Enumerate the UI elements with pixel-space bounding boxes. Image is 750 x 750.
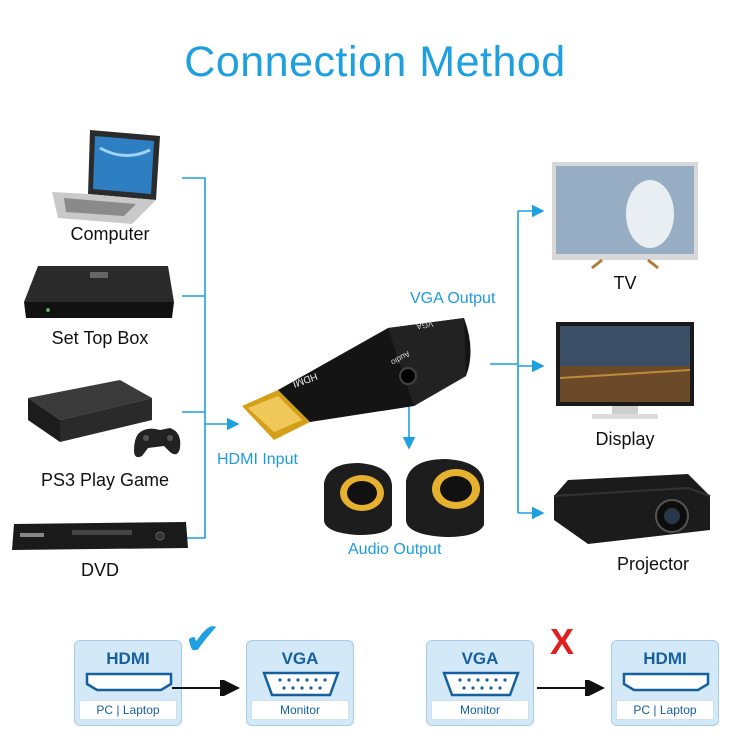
- vga-port-icon: [262, 671, 340, 697]
- tv-icon: [552, 162, 698, 270]
- speakers: [318, 455, 488, 540]
- check-mark-icon: ✔: [184, 614, 221, 665]
- source-label-dvd: DVD: [80, 560, 119, 580]
- compat-box-sub: PC | Laptop: [616, 700, 714, 720]
- compat-hdmi-target-box: HDMI PC | Laptop: [611, 640, 719, 726]
- output-label-display: Display: [595, 429, 655, 449]
- hdmi-vga-adapter: HDMI VGA Audio: [238, 310, 478, 450]
- cross-mark-icon: X: [550, 621, 575, 662]
- compat-box-sub: Monitor: [251, 700, 349, 720]
- projector-icon: [553, 474, 711, 544]
- monitor-icon: [556, 322, 694, 419]
- source-label-ps3: PS3 Play Game: [40, 470, 170, 490]
- audio-output-label: Audio Output: [348, 541, 442, 558]
- compat-box-sub: Monitor: [431, 700, 529, 720]
- arrow-right-icon: [172, 680, 240, 696]
- compat-box-title: VGA: [281, 649, 319, 668]
- source-set-top-box: [18, 262, 178, 322]
- compat-box-title: HDMI: [106, 649, 150, 668]
- hdmi-port-icon: [622, 672, 710, 692]
- output-label-tv: TV: [613, 273, 637, 293]
- hdmi-plug-icon: [242, 390, 310, 440]
- source-label-computer: Computer: [70, 224, 150, 244]
- compat-box-sub: PC | Laptop: [79, 700, 177, 720]
- laptop-icon: [52, 130, 160, 224]
- compat-vga-target-box: VGA Monitor: [246, 640, 354, 726]
- source-computer: [50, 128, 170, 224]
- output-label-projector: Projector: [616, 554, 690, 574]
- set-top-box-icon: [24, 266, 174, 318]
- vga-output-label: VGA Output: [410, 290, 496, 307]
- compat-vga-source-box: VGA Monitor: [426, 640, 534, 726]
- compat-box-title: VGA: [461, 649, 499, 668]
- compat-box-title: HDMI: [643, 649, 687, 668]
- output-projector: [548, 470, 713, 548]
- speaker-icon: [324, 459, 484, 537]
- compat-hdmi-source-box: HDMI PC | Laptop: [74, 640, 182, 726]
- dvd-player-icon: [12, 522, 188, 550]
- source-dvd: [10, 520, 190, 556]
- game-console-icon: [28, 380, 181, 458]
- adapter-vga-text: VGA: [415, 319, 434, 331]
- vga-port-icon: [442, 671, 520, 697]
- arrow-right-icon: [537, 680, 605, 696]
- source-ps3: [20, 376, 185, 466]
- output-display: [556, 322, 694, 422]
- hdmi-input-label: HDMI Input: [217, 451, 298, 468]
- page-title: Connection Method: [184, 38, 566, 86]
- hdmi-port-icon: [85, 672, 173, 692]
- source-label-set-top-box: Set Top Box: [51, 328, 149, 348]
- output-tv: [552, 162, 698, 270]
